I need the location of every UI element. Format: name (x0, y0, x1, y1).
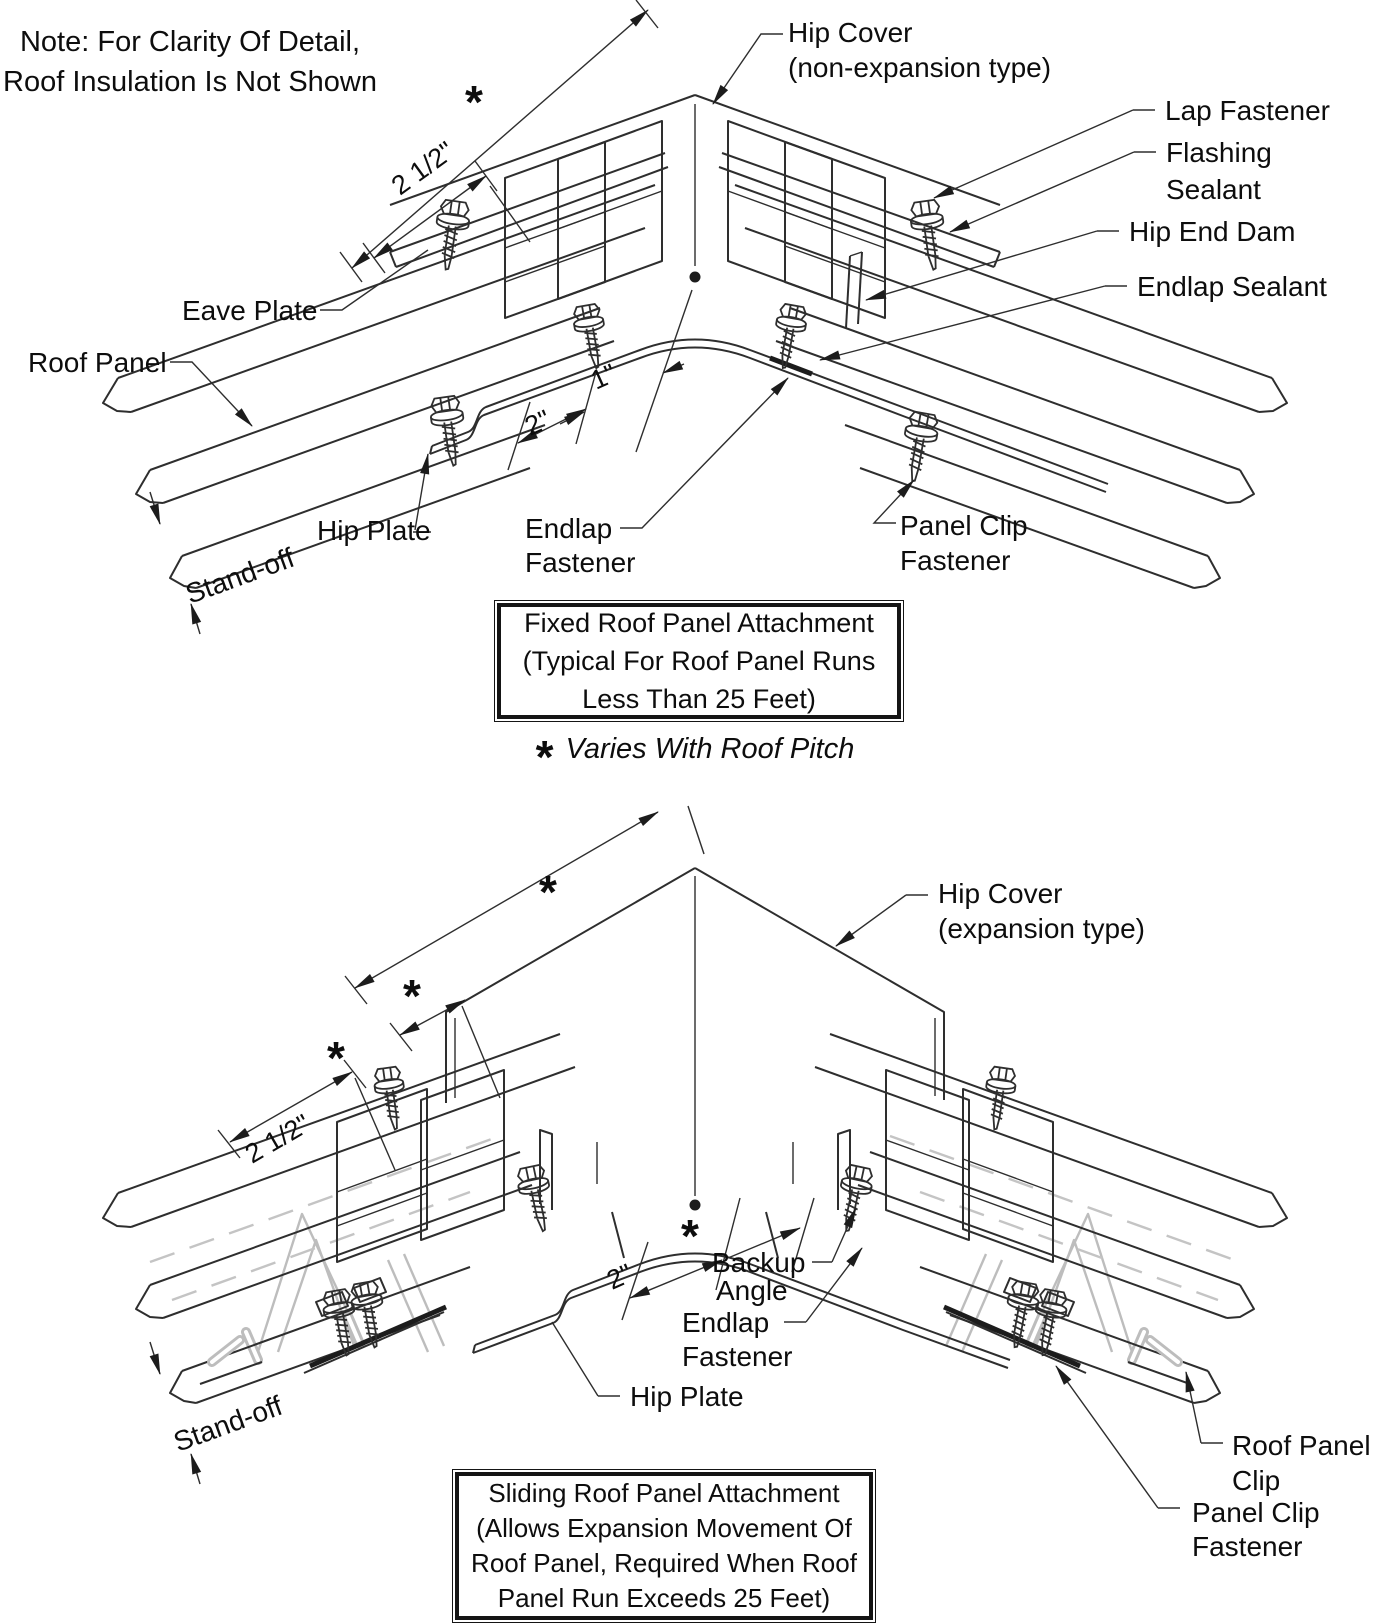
hip-cover-exp-label2: (expansion type) (938, 913, 1145, 944)
dim-asterisk: * (465, 76, 483, 128)
lap-fastener-label: Lap Fastener (1165, 95, 1330, 126)
standoff-arrow (190, 1453, 202, 1485)
hip-cover-label: Hip Cover (788, 17, 912, 48)
screw-fastener (904, 410, 939, 483)
break-mark (135, 1284, 164, 1319)
hip-plate-label: Hip Plate (317, 515, 431, 546)
screw-fastener (350, 1280, 384, 1349)
dim-asterisk: * (327, 1032, 345, 1084)
eave-plate-right (718, 152, 1001, 268)
standoff-arrow (149, 1341, 161, 1375)
standoff-arrow (149, 491, 161, 525)
sliding-attachment-diagram: * * * 2 1/2" 2" * (102, 805, 1371, 1562)
screw-fastener (517, 1163, 550, 1233)
stand-off-label: Stand-off (181, 542, 298, 610)
title-line: Sliding Roof Panel Attachment (488, 1478, 840, 1508)
title-line: Fixed Roof Panel Attachment (524, 608, 874, 638)
panel-clip-fastener-label: Panel Clip (900, 510, 1028, 541)
standoff-arrow (190, 603, 202, 635)
roof-panel-clip-label2: Clip (1232, 1465, 1280, 1496)
title-line: Roof Panel, Required When Roof (471, 1548, 857, 1578)
roof-panel-right (734, 184, 1288, 589)
hip-end-dam-label: Hip End Dam (1129, 216, 1296, 247)
screw-fastener (985, 1065, 1017, 1131)
flashing-sealant-label: Flashing (1166, 137, 1272, 168)
note-line1: Note: For Clarity Of Detail, (19, 26, 361, 58)
hip-end-dam-part (845, 255, 851, 329)
endlap-fastener-bottom-label2: Fastener (682, 1341, 793, 1372)
break-mark (169, 555, 197, 589)
hip-center-dot (689, 271, 701, 283)
panel-clip-fastener-bottom-label: Panel Clip (1192, 1497, 1320, 1528)
labels-bottom: Hip Cover (expansion type) Backup Angle … (169, 878, 1370, 1562)
panel-ribs-right (727, 120, 886, 319)
screw-fastener (373, 1065, 405, 1131)
hip-cover-exp-label: Hip Cover (938, 878, 1062, 909)
title-line: Panel Run Exceeds 25 Feet) (497, 1583, 831, 1613)
panel-ribs-right-bottom (885, 1069, 1054, 1263)
roof-panel-label: Roof Panel (28, 347, 167, 378)
sliding-attachment-title-box: Sliding Roof Panel Attachment (Allows Ex… (452, 1469, 876, 1623)
footnote-asterisk: * (535, 731, 554, 783)
hip-plate-bottom-label: Hip Plate (630, 1381, 744, 1412)
title-line: (Typical For Roof Panel Runs (522, 646, 876, 676)
panel-ribs-left-bottom (336, 1069, 505, 1263)
endlap-fastener-label2: Fastener (525, 547, 636, 578)
title-line: (Allows Expansion Movement Of (476, 1513, 852, 1543)
clarity-note: Note: For Clarity Of Detail, Roof Insula… (0, 22, 380, 102)
roof-panel-clip-label: Roof Panel (1232, 1430, 1371, 1461)
flashing-sealant-label2: Sealant (1166, 174, 1261, 205)
eave-plate-label: Eave Plate (182, 295, 317, 326)
break-mark (1193, 555, 1221, 589)
break-mark (1258, 1192, 1288, 1228)
hip-end-dam-part (849, 251, 863, 257)
dim-asterisk: * (403, 970, 421, 1022)
title-line: Less Than 25 Feet) (582, 684, 816, 714)
leaders-bottom (551, 894, 1223, 1509)
dim-2in: 2" (520, 404, 555, 441)
hip-cover-expansion (445, 805, 945, 1259)
fixed-attachment-diagram: * 2 1/2" 2" 1" (28, 0, 1330, 635)
hip-center-dot-bottom (689, 1199, 701, 1211)
pitch-footnote: * Varies With Roof Pitch (490, 722, 900, 783)
break-mark (1226, 469, 1255, 504)
dim-asterisk: * (539, 866, 557, 918)
endlap-sealant-label: Endlap Sealant (1137, 271, 1327, 302)
break-mark (1193, 1370, 1221, 1404)
backup-angle-label2: Angle (716, 1275, 788, 1306)
note-line2: Roof Insulation Is Not Shown (3, 66, 377, 98)
break-mark (1226, 1284, 1255, 1319)
labels-top: Hip Cover (non-expansion type) Lap Faste… (28, 17, 1330, 610)
screw-fastener (573, 302, 605, 370)
break-mark (1258, 377, 1288, 413)
hip-end-dam-part (857, 251, 863, 325)
dim-2-1-2: 2 1/2" (386, 136, 460, 201)
break-mark (169, 1370, 197, 1404)
break-mark (135, 469, 164, 504)
panel-ribs-left (504, 120, 663, 319)
footnote-text: Varies With Roof Pitch (565, 732, 855, 765)
panel-clip-fastener-bottom-label2: Fastener (1192, 1531, 1303, 1562)
screw-fastener (775, 302, 807, 370)
stand-off-bottom-label: Stand-off (169, 1390, 286, 1458)
endlap-fastener-label: Endlap (525, 513, 612, 544)
fixed-attachment-title-box: Fixed Roof Panel Attachment (Typical For… (494, 600, 904, 722)
backup-angle-label: Backup (712, 1247, 805, 1278)
roof-panel-clip-tongue-left (199, 1335, 263, 1385)
hip-cover-label2: (non-expansion type) (788, 52, 1051, 83)
dim-2-1-2-bottom: 2 1/2" (240, 1108, 315, 1169)
break-mark (102, 377, 132, 413)
break-mark (102, 1192, 132, 1228)
screw-fastener (1006, 1280, 1040, 1349)
dim-asterisk: * (681, 1210, 699, 1262)
endlap-fastener-bottom-label: Endlap (682, 1307, 769, 1338)
backup-angle-left (539, 1129, 553, 1210)
endlap-sealant-bead (769, 355, 813, 377)
panel-clip-fastener-label2: Fastener (900, 545, 1011, 576)
leaders-top (170, 33, 1156, 533)
